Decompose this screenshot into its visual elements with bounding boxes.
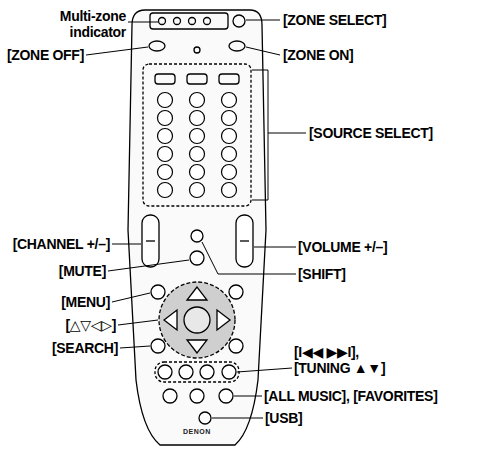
source-button bbox=[158, 111, 173, 126]
callout-label: [ALL MUSIC], [FAVORITES] bbox=[264, 388, 438, 404]
source-button bbox=[222, 183, 237, 198]
callout-label: Multi-zone indicator bbox=[36, 8, 126, 40]
source-button bbox=[222, 147, 237, 162]
callout-label: [△▽◁▷] bbox=[65, 317, 116, 333]
source-button bbox=[222, 111, 237, 126]
callout-label: [ZONE OFF] bbox=[7, 47, 84, 63]
callout-label: [CHANNEL +/–] bbox=[13, 236, 110, 252]
source-button bbox=[222, 93, 237, 108]
callout-label: [MUTE] bbox=[59, 263, 106, 279]
source-button bbox=[222, 165, 237, 180]
callout-label: [SHIFT] bbox=[298, 266, 346, 282]
source-button bbox=[222, 129, 237, 144]
source-button bbox=[158, 183, 173, 198]
source-button bbox=[190, 165, 205, 180]
source-button bbox=[158, 147, 173, 162]
callout-label: [SEARCH] bbox=[52, 340, 118, 356]
source-button bbox=[158, 93, 173, 108]
callout-label: [ZONE SELECT] bbox=[283, 12, 386, 28]
source-button bbox=[190, 111, 205, 126]
brand-logo: DENON bbox=[183, 428, 211, 436]
callout-label: [I◀◀ ▶▶I], [TUNING ▲▼] bbox=[294, 344, 414, 376]
callout-label: [MENU] bbox=[61, 294, 110, 310]
source-button bbox=[190, 183, 205, 198]
callout-label: [SOURCE SELECT] bbox=[309, 125, 433, 141]
source-button bbox=[158, 165, 173, 180]
source-button bbox=[190, 147, 205, 162]
callout-label: [VOLUME +/–] bbox=[298, 239, 387, 255]
callout-label: [USB] bbox=[265, 410, 302, 426]
source-button bbox=[190, 129, 205, 144]
source-button bbox=[158, 129, 173, 144]
callout-label: [ZONE ON] bbox=[283, 47, 353, 63]
source-button bbox=[190, 93, 205, 108]
